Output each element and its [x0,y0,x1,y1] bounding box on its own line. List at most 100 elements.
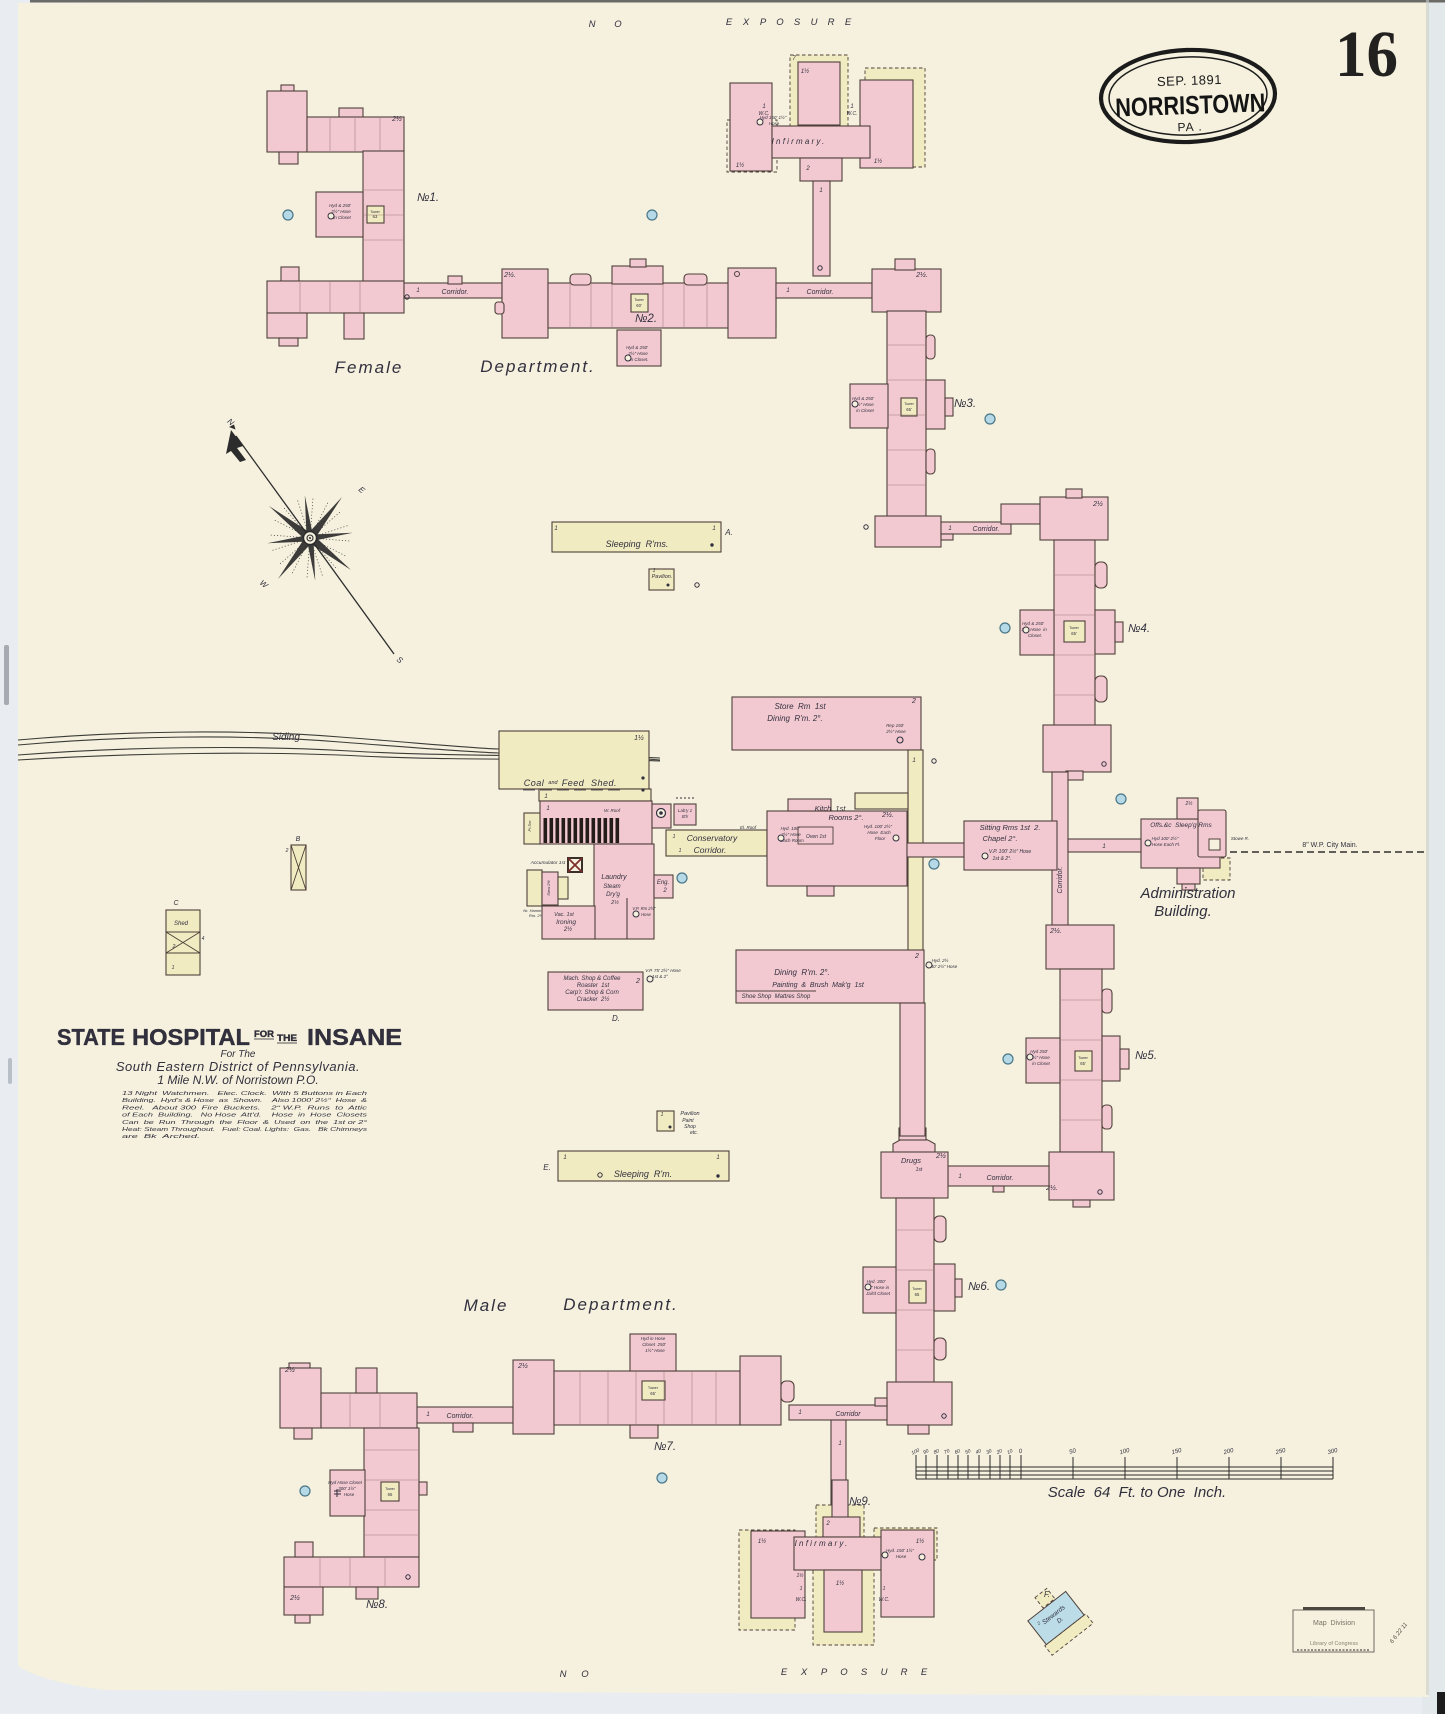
svg-text:of Each Building. No Hose: of Each Building. No Hose Att'd. Hose in… [122,1113,367,1119]
svg-text:O: O [776,17,784,28]
svg-text:2½.: 2½. [1045,1184,1058,1192]
svg-text:Library of Congress: Library of Congress [1310,1641,1358,1647]
svg-text:Department.: Department. [480,357,596,376]
svg-text:E: E [726,17,733,28]
svg-text:S: S [395,655,405,666]
svg-text:Dining R'm. 2°.: Dining R'm. 2°. [767,714,822,723]
svg-text:Hose: Hose [641,912,651,917]
svg-text:1: 1 [1102,844,1105,850]
svg-text:1: 1 [798,1410,801,1416]
svg-text:Shed: Shed [174,921,189,927]
svg-text:Roaster 1st: Roaster 1st [577,983,610,989]
svg-text:C: C [173,900,179,907]
svg-text:1: 1 [912,758,915,764]
svg-text:2½: 2½ [289,1594,300,1602]
svg-text:2½.: 2½. [503,271,516,279]
svg-text:2½: 2½ [935,1152,946,1160]
svg-text:1½ʺ Hose: 1½ʺ Hose [645,1347,665,1353]
svg-text:7: 7 [792,56,796,62]
svg-text:B: B [296,836,301,843]
svg-text:Sleeping R'ms.: Sleeping R'ms. [606,539,669,549]
svg-text:2½: 2½ [1092,500,1103,508]
svg-text:1st & 2°: 1st & 2° [652,974,668,979]
svg-text:1: 1 [172,965,175,971]
svg-text:65': 65' [1080,1061,1086,1066]
svg-text:W.C.: W.C. [879,1597,890,1603]
svg-text:Hyd 150' 1½ʺ: Hyd 150' 1½ʺ [760,114,787,120]
svg-text:№4.: №4. [1128,623,1150,635]
svg-text:1: 1 [554,526,557,532]
svg-text:1: 1 [850,104,853,110]
svg-text:Hose Each: Hose Each [867,830,891,835]
svg-text:El. Roof: El. Roof [740,825,757,830]
svg-text:2: 2 [825,1521,830,1527]
svg-text:Closet.: Closet. [1028,633,1042,638]
svg-text:Hyd. 150' 1½ʺ: Hyd. 150' 1½ʺ [886,1547,914,1553]
svg-text:Siding: Siding [272,732,300,743]
svg-text:2½.: 2½. [915,271,928,279]
svg-text:300' 1½ʺ: 300' 1½ʺ [338,1485,356,1491]
svg-text:Laundry: Laundry [601,874,627,881]
svg-text:V.P. Rm 2½ʺ: V.P. Rm 2½ʺ [632,906,656,911]
svg-text:in Closet: in Closet [333,215,351,220]
svg-text:1½: 1½ [874,158,882,165]
svg-text:Can be Run Through the Fl: Can be Run Through the Floor & Used on t… [122,1120,368,1126]
svg-text:1 Mile N.W. of Norristown P.O.: 1 Mile N.W. of Norristown P.O. [157,1073,318,1087]
svg-text:Floor: Floor [875,836,886,841]
svg-text:250: 250 [1274,1448,1287,1457]
svg-text:U: U [881,1667,888,1678]
svg-text:N: N [226,417,236,428]
svg-text:Shop: Shop [684,1124,696,1130]
svg-text:Cracker 2½: Cracker 2½ [577,996,610,1003]
svg-text:are Bk Arched.: are Bk Arched. [122,1134,200,1140]
svg-text:1: 1 [653,568,656,574]
svg-text:60': 60' [636,303,642,308]
svg-text:2½ʺ Hose: 2½ʺ Hose [1029,1054,1050,1060]
svg-text:B'lr: B'lr [682,814,689,819]
svg-text:4: 4 [202,936,205,942]
svg-text:Tower: Tower [912,1287,922,1291]
svg-text:Female: Female [335,358,404,377]
svg-text:W. Roof: W. Roof [604,808,621,813]
svg-text:Corridor.: Corridor. [987,1175,1014,1182]
svg-text:50: 50 [1069,1448,1078,1456]
svg-text:2: 2 [635,978,640,985]
svg-text:Carp'r. Shop & Corn: Carp'r. Shop & Corn [565,990,619,996]
svg-text:1: 1 [563,1155,566,1161]
svg-text:1: 1 [716,1155,719,1161]
svg-text:1: 1 [426,1412,429,1418]
svg-text:2: 2 [914,953,919,960]
svg-text:2½: 2½ [610,899,619,906]
svg-text:Hose: Hose [769,121,780,126]
svg-text:№2.: №2. [635,313,657,325]
svg-text:Tower: Tower [1078,1056,1088,1060]
svg-text:Drugs: Drugs [901,1156,921,1165]
svg-text:R: R [828,17,835,28]
svg-text:Hyd. 300': Hyd. 300' [867,1279,886,1284]
svg-text:THE: THE [277,1033,297,1044]
svg-text:Pt.Sm: Pt.Sm [527,820,532,832]
svg-text:P: P [760,17,767,28]
svg-text:2: 2 [911,698,916,705]
svg-text:O: O [840,1667,848,1678]
svg-text:Corridor.: Corridor. [694,845,727,855]
svg-text:№7.: №7. [654,1441,676,1453]
svg-text:2½: 2½ [1185,800,1194,807]
svg-text:60: 60 [954,1448,962,1456]
svg-text:Hyd & 250': Hyd & 250' [852,396,874,401]
svg-text:50: 50 [964,1448,972,1456]
svg-text:1: 1 [762,104,765,110]
svg-text:W.C.: W.C. [759,111,770,117]
svg-text:E: E [921,1667,928,1678]
svg-text:V.P. 75' 2½ʺ Hose: V.P. 75' 2½ʺ Hose [645,967,681,973]
svg-text:A.: A. [724,528,733,537]
svg-text:65': 65' [1071,631,1077,636]
svg-text:2½: 2½ [284,1366,295,1374]
svg-text:Dry'g: Dry'g [606,892,620,898]
svg-text:40: 40 [975,1448,983,1456]
svg-text:Kitch. 1st: Kitch. 1st [815,804,847,813]
svg-text:INSANE: INSANE [307,1024,402,1050]
svg-text:Department.: Department. [563,1295,679,1314]
svg-text:1: 1 [800,1586,803,1592]
svg-text:№8.: №8. [366,1599,388,1611]
